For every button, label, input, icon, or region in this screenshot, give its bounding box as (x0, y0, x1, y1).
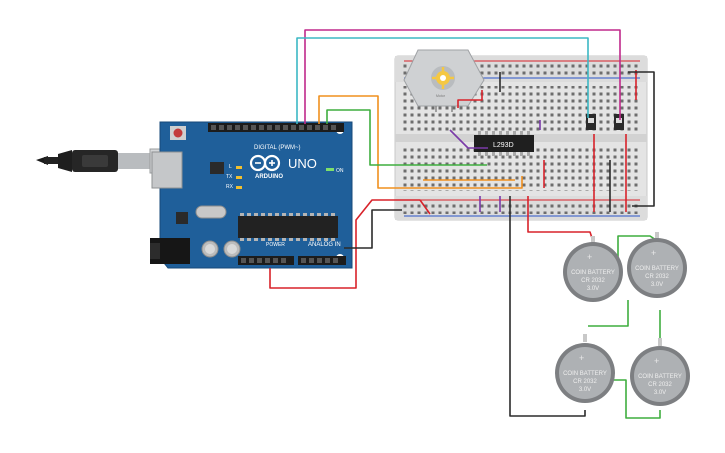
wire-black-battery[interactable] (509, 196, 586, 417)
plus-icon: + (654, 356, 659, 366)
l293d-label: L293D (493, 142, 514, 149)
plus-icon: + (579, 353, 584, 363)
wires (269, 29, 661, 419)
wire-green-battery-1[interactable] (617, 235, 657, 270)
wire-green-battery-2[interactable] (588, 300, 629, 327)
wire-cyan[interactable] (296, 37, 589, 124)
power-header-label: POWER (266, 242, 285, 248)
analog-header-label: ANALOG IN (308, 242, 341, 248)
wire-red-motor[interactable] (457, 90, 483, 108)
svg-text:COIN BATTERY: COIN BATTERY (571, 270, 615, 276)
wire-black-gnd-arduino[interactable] (344, 209, 402, 249)
l293d-motor-driver[interactable]: L293D (474, 131, 534, 156)
svg-text:3.0V: 3.0V (651, 282, 663, 288)
plus-icon: + (587, 252, 592, 262)
wire-green-battery-4[interactable] (613, 379, 661, 419)
l-led-label: L (229, 164, 232, 170)
svg-text:CR 2032: CR 2032 (573, 379, 597, 385)
motor-label: Motor (436, 94, 446, 98)
arduino-uno-board[interactable]: DIGITAL (PWM~) ANALOG IN POWER L TX RX O… (150, 121, 353, 269)
wire-red-vin[interactable] (269, 199, 431, 289)
arduino-logo-icon (249, 154, 281, 172)
svg-text:3.0V: 3.0V (587, 286, 599, 292)
coin-battery-4[interactable]: + COIN BATTERY CR 2032 3.0V (630, 338, 690, 406)
coin-battery-3[interactable]: + COIN BATTERY CR 2032 3.0V (555, 334, 615, 403)
svg-text:CR 2032: CR 2032 (581, 278, 605, 284)
arduino-model-label: UNO (288, 156, 317, 171)
slide-switch-1[interactable] (586, 114, 596, 130)
svg-text:CR 2032: CR 2032 (648, 382, 672, 388)
wire-red-battery[interactable] (527, 196, 593, 239)
svg-text:CR 2032: CR 2032 (645, 274, 669, 280)
bottom-power-rail (402, 202, 640, 214)
atmega-chip (238, 216, 338, 238)
wire-green-arduino[interactable] (326, 109, 487, 166)
digital-header-label: DIGITAL (PWM~) (254, 145, 301, 151)
svg-text:COIN BATTERY: COIN BATTERY (638, 374, 682, 380)
plus-icon: + (651, 248, 656, 258)
motor-shaft-icon (432, 67, 454, 89)
rx-led-label: RX (226, 184, 234, 190)
arduino-brand-label: ARDUINO (255, 174, 283, 180)
wire-orange-top[interactable] (318, 95, 523, 189)
dc-motor[interactable]: Motor (403, 49, 485, 112)
usb-port (151, 151, 183, 189)
coin-battery-2[interactable]: + COIN BATTERY CR 2032 3.0V (627, 232, 687, 298)
coin-battery-1[interactable]: + COIN BATTERY CR 2032 3.0V (563, 236, 623, 302)
wire-black-right[interactable] (628, 71, 655, 207)
on-led-label: ON (336, 168, 344, 174)
svg-text:3.0V: 3.0V (654, 390, 666, 396)
slide-switch-2[interactable] (614, 114, 624, 130)
wire-magenta[interactable] (304, 29, 621, 124)
wire-purple-1[interactable] (449, 129, 488, 149)
svg-text:3.0V: 3.0V (579, 387, 591, 393)
svg-text:COIN BATTERY: COIN BATTERY (563, 371, 607, 377)
tx-led-label: TX (226, 174, 233, 180)
svg-text:COIN BATTERY: COIN BATTERY (635, 266, 679, 272)
